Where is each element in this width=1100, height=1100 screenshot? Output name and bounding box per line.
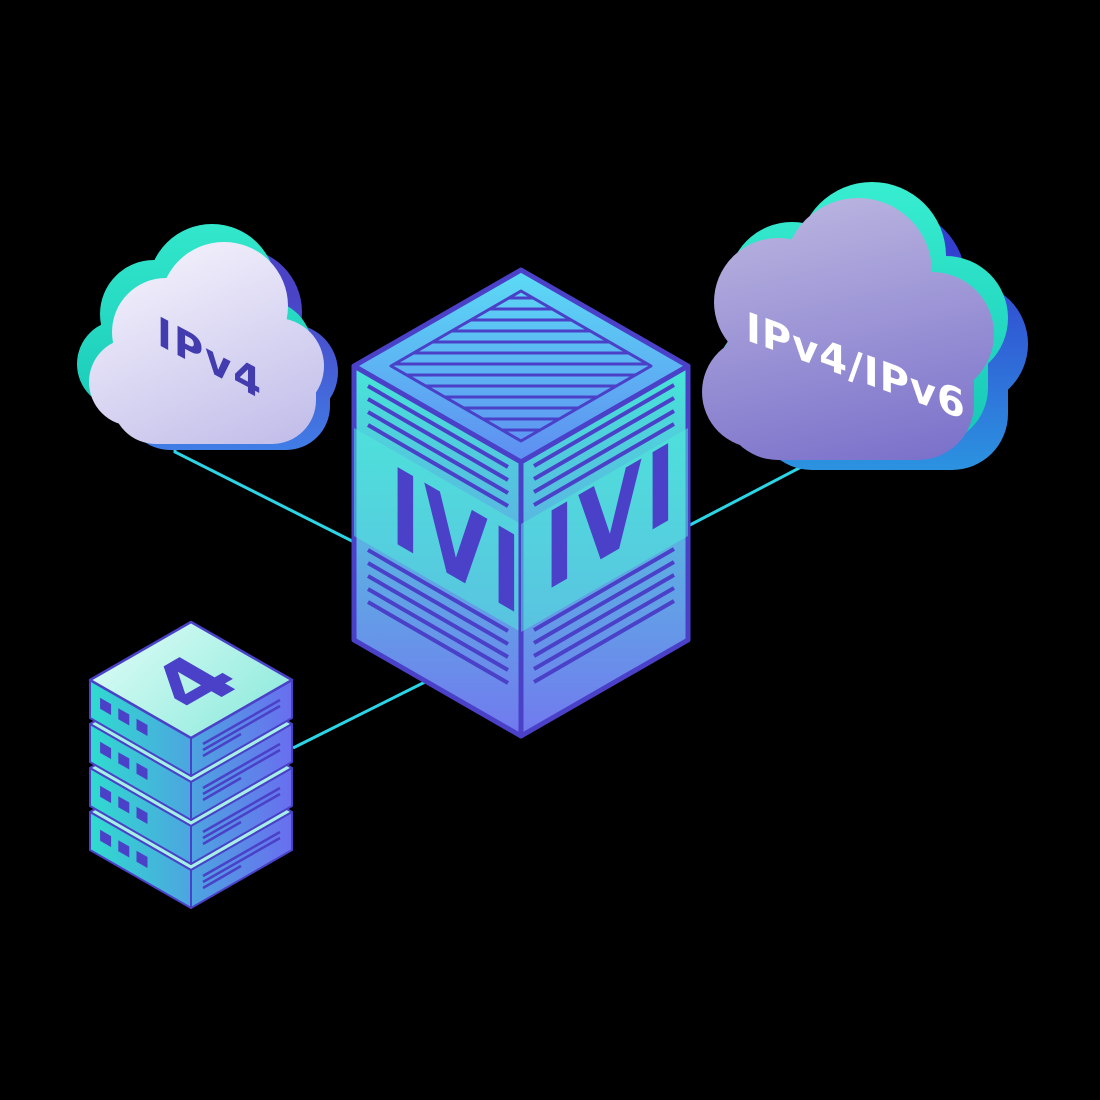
server-stack: 4 bbox=[88, 620, 294, 910]
dual-stack-cloud-icon: IPv4/IPv6 bbox=[702, 182, 1028, 470]
cube-right-face-band bbox=[521, 428, 688, 632]
server-stack-top bbox=[88, 620, 294, 740]
cube-left-face-band bbox=[354, 428, 521, 632]
cube-left-face-stripes bbox=[366, 384, 510, 685]
translator-cube: IVI IVI bbox=[351, 267, 691, 739]
cube-right-face-stripes bbox=[532, 383, 676, 684]
connector-stack-to-cube bbox=[292, 678, 430, 750]
ipv4-cloud-icon: IPv4 bbox=[77, 224, 338, 450]
